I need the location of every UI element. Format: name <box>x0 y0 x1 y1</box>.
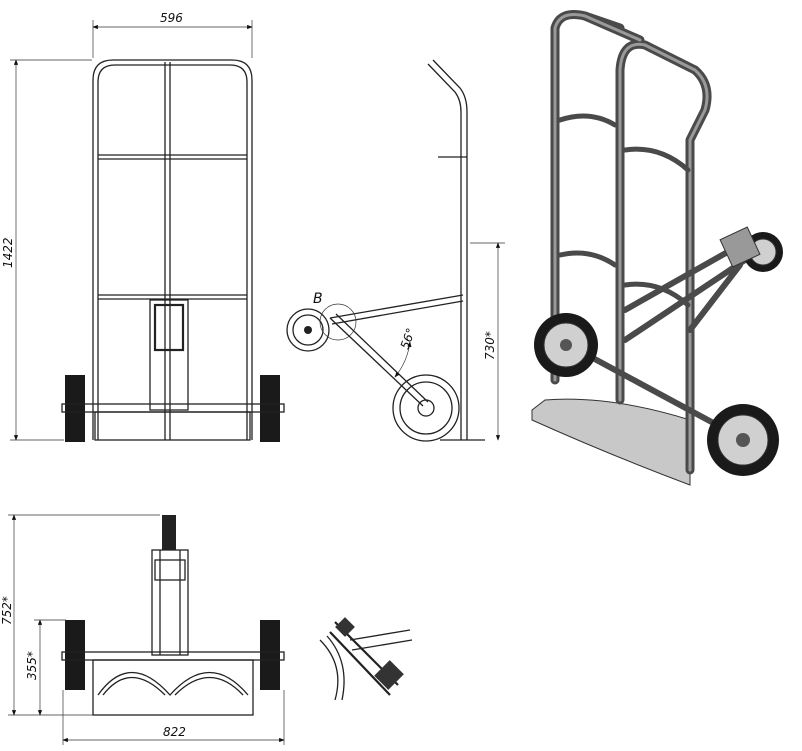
angle-dim: 56° <box>398 326 418 351</box>
detail-b-view <box>319 617 413 701</box>
axle-dim: 355* <box>25 651 39 680</box>
front-height-dim: 1422 <box>1 237 15 268</box>
front-view: 596 1422 <box>1 11 285 442</box>
isometric-view <box>531 10 783 486</box>
side-height-dim: 730* <box>483 331 497 360</box>
front-width-dim: 596 <box>160 11 183 25</box>
detail-b-label: B <box>313 291 323 307</box>
top-width-dim: 822 <box>163 725 186 739</box>
side-view: 56° B 730* <box>286 59 505 442</box>
right-wheel <box>260 375 280 442</box>
top-depth-dim: 752* <box>0 596 14 625</box>
left-wheel <box>65 375 85 442</box>
top-view: 752* 355* 822 <box>0 514 285 745</box>
